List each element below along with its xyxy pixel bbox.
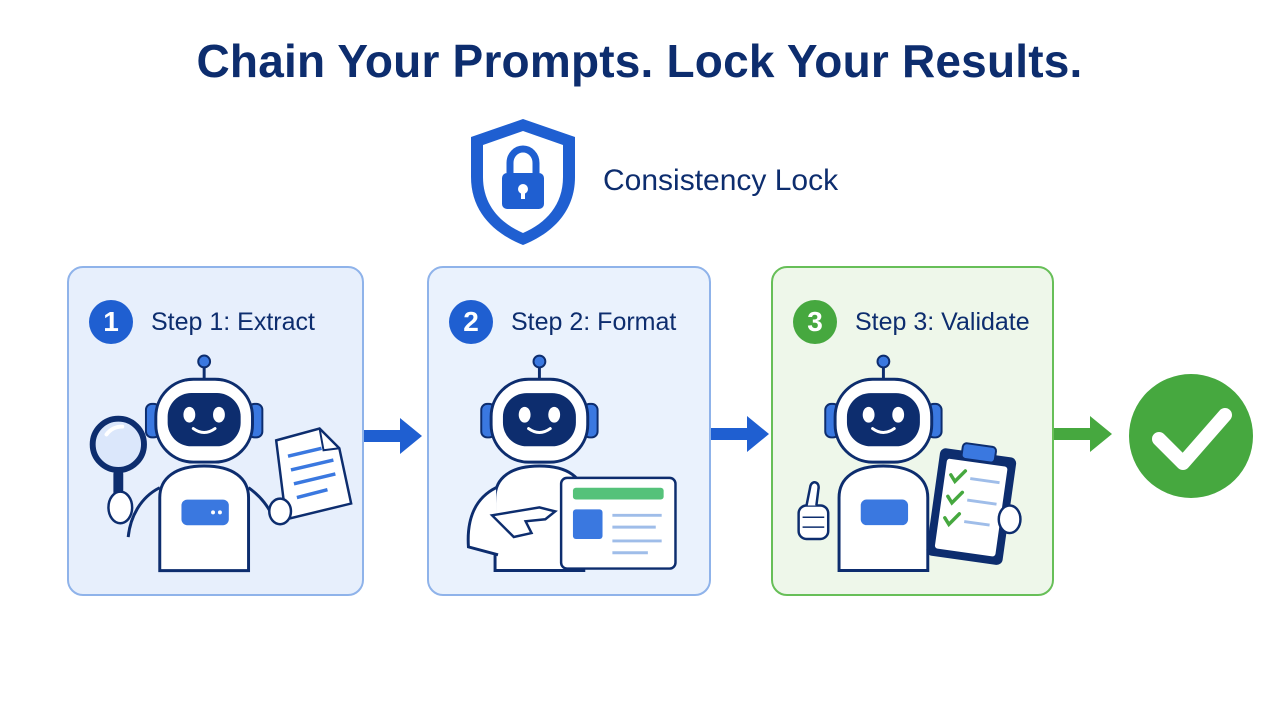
step-1-card: 1 Step 1: Extract — [67, 266, 364, 596]
step-2-number-badge: 2 — [449, 300, 493, 344]
step-2-card: 2 Step 2: Format — [427, 266, 711, 596]
step-3-header: 3 Step 3: Validate — [793, 300, 1030, 344]
step-3-number-badge: 3 — [793, 300, 837, 344]
check-circle-icon — [1129, 374, 1253, 498]
robot-validate-illustration — [797, 354, 1022, 573]
arrow-right-icon — [711, 416, 769, 452]
page-title: Chain Your Prompts. Lock Your Results. — [196, 35, 1083, 87]
step-1-label: Step 1: Extract — [151, 307, 315, 336]
step-1-number-badge: 1 — [89, 300, 133, 344]
robot-extract-illustration — [89, 354, 353, 573]
step-2-label: Step 2: Format — [511, 307, 677, 336]
consistency-lock-label: Consistency Lock — [603, 164, 839, 197]
step-1-header: 1 Step 1: Extract — [89, 300, 315, 344]
step-3-label: Step 3: Validate — [855, 307, 1030, 336]
robot-format-illustration — [466, 354, 677, 573]
step-3-card: 3 Step 3: Validate — [771, 266, 1054, 596]
shield-lock-icon — [471, 119, 575, 245]
step-2-header: 2 Step 2: Format — [449, 300, 676, 344]
arrow-right-icon — [1054, 416, 1112, 452]
arrow-right-icon — [364, 418, 422, 454]
